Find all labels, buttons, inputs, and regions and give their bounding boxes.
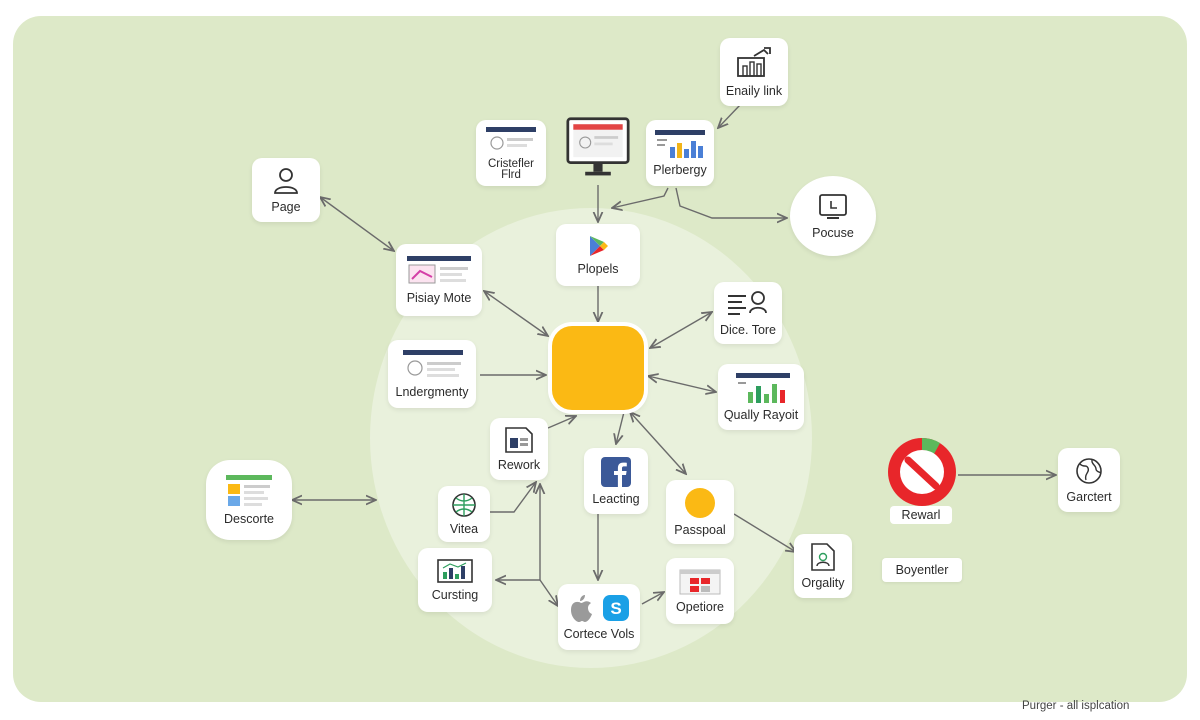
link-cursting-rework — [496, 484, 540, 580]
node-label: Cortece Vols — [563, 627, 635, 641]
link-hub-leacting — [616, 411, 625, 444]
node-cortece-vols[interactable]: S Cortece Vols — [558, 584, 640, 650]
growth-chart-icon — [737, 47, 771, 77]
node-orgality[interactable]: Orgality — [794, 534, 852, 598]
link-pisiay-hub — [484, 291, 548, 336]
node-label: Cristefler Flrd — [487, 157, 534, 181]
node-leacting[interactable]: Leacting — [584, 448, 648, 514]
node-label: Leacting — [592, 492, 640, 506]
document-icon — [505, 427, 533, 453]
label-boyentler: Boyentler — [882, 558, 962, 582]
central-hub[interactable] — [552, 326, 644, 410]
link-hub-passpoal — [630, 412, 686, 474]
skype-icon: S — [603, 595, 629, 621]
node-label: Pisiay Mote — [406, 291, 472, 305]
node-cursting[interactable]: Cursting — [418, 548, 492, 612]
node-crist-teller[interactable]: Cristefler Flrd — [476, 120, 546, 186]
node-vitea[interactable]: Vitea — [438, 486, 490, 542]
link-dice-hub — [650, 312, 712, 348]
node-label: Page — [271, 200, 301, 214]
node-label: Qually Rayoit — [723, 408, 799, 422]
node-enaily-link[interactable]: Enaily link — [720, 38, 788, 106]
node-plerbergy[interactable]: Plerbergy — [646, 120, 714, 186]
node-label: Descorte — [223, 512, 275, 526]
node-label: Plopels — [577, 262, 619, 276]
node-descorte[interactable]: Descorte — [206, 460, 292, 540]
dashboard-icon — [655, 130, 705, 158]
link-cortece-opetiore — [641, 592, 664, 605]
link-passpoal-orgality — [733, 513, 796, 552]
yellow-dot-icon — [685, 488, 715, 518]
webpage-icon — [486, 126, 536, 150]
user-icon — [274, 168, 298, 194]
contact-file-icon — [811, 543, 835, 571]
node-monitor[interactable] — [560, 112, 636, 184]
node-rework[interactable]: Rework — [490, 418, 548, 480]
node-passpoal[interactable]: Passpoal — [666, 480, 734, 544]
node-pocuse[interactable]: Pocuse — [790, 176, 876, 256]
node-qually-rayoit[interactable]: Qually Rayoit — [718, 364, 804, 430]
svg-text:S: S — [610, 599, 621, 618]
monitor-icon — [566, 117, 630, 176]
globe-outline-icon — [1076, 458, 1102, 484]
webpage-icon — [226, 475, 272, 506]
monitor-outline-icon — [819, 194, 847, 219]
profile-list-icon — [728, 291, 767, 315]
node-plopels[interactable]: Plopels — [556, 224, 640, 286]
node-label: Dice. Tore — [719, 323, 777, 337]
link-hub-rework — [547, 416, 576, 429]
globe-icon — [452, 493, 476, 517]
link-cursting-cortece — [539, 579, 558, 606]
footer-caption: Purger - all isplcation — [1022, 700, 1130, 712]
link-vitea-rework — [490, 482, 536, 513]
node-label: Orgality — [801, 576, 845, 590]
prohibited-icon[interactable] — [884, 434, 960, 510]
node-opetiore[interactable]: Opetiore — [666, 558, 734, 624]
grid-window-icon — [679, 569, 721, 595]
node-garctert[interactable]: Garctert — [1058, 448, 1120, 512]
node-label: Enaily link — [725, 84, 783, 98]
node-label: Pocuse — [812, 226, 854, 240]
node-lndergmenty[interactable]: Lndergmenty — [388, 340, 476, 408]
link-enaily-plerbergy — [718, 104, 741, 128]
node-label: Passpoal — [674, 523, 726, 537]
node-pisiay-mote[interactable]: Pisiay Mote — [396, 244, 482, 316]
node-label: Vitea — [449, 522, 479, 536]
webpage-icon — [403, 350, 463, 377]
node-dice-tore[interactable]: Dice. Tore — [714, 282, 782, 344]
node-page[interactable]: Page — [252, 158, 320, 222]
link-plerbergy-pocuse — [675, 187, 787, 218]
bar-chart-icon — [736, 373, 790, 403]
apple-icon — [571, 595, 592, 622]
node-label: Lndergmenty — [395, 385, 469, 399]
link-plerbergy-plopels — [612, 187, 669, 208]
node-label: Plerbergy — [653, 163, 707, 177]
node-label: Garctert — [1066, 490, 1112, 504]
link-qually-hub — [648, 376, 716, 392]
play-store-icon — [590, 236, 608, 256]
node-label: Cursting — [431, 588, 479, 602]
node-label: Rework — [497, 458, 541, 472]
link-page-pisiay — [320, 197, 394, 251]
label-rewarl: Rewarl — [890, 506, 952, 524]
chart-window-icon — [437, 559, 473, 583]
facebook-icon — [601, 457, 631, 487]
webpage-icon — [407, 256, 471, 284]
node-label: Opetiore — [676, 600, 724, 614]
